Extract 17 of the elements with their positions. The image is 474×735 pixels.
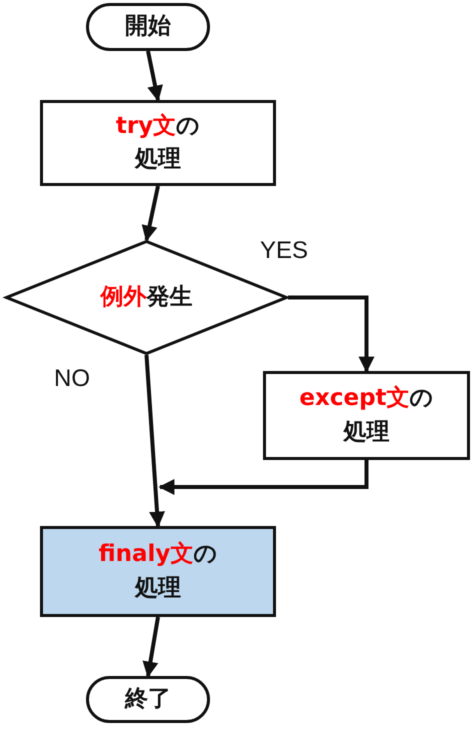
node-text: 終了 [125, 684, 171, 714]
node-text: except文の処理 [298, 384, 435, 446]
arrow [142, 616, 160, 678]
process-box [40, 526, 276, 617]
node-text: 例外発生 [100, 282, 192, 312]
arrow [146, 50, 163, 102]
node-text: 開始 [125, 12, 171, 42]
start-terminal [86, 3, 210, 51]
arrow [142, 186, 160, 242]
end-terminal [86, 676, 210, 723]
arrow [288, 296, 374, 373]
node-text: try文の処理 [114, 112, 202, 174]
arrow [158, 460, 368, 495]
node-text: finaly文の処理 [98, 540, 218, 602]
process-box [40, 100, 276, 186]
process-box [263, 371, 470, 460]
arrow [144, 354, 166, 528]
